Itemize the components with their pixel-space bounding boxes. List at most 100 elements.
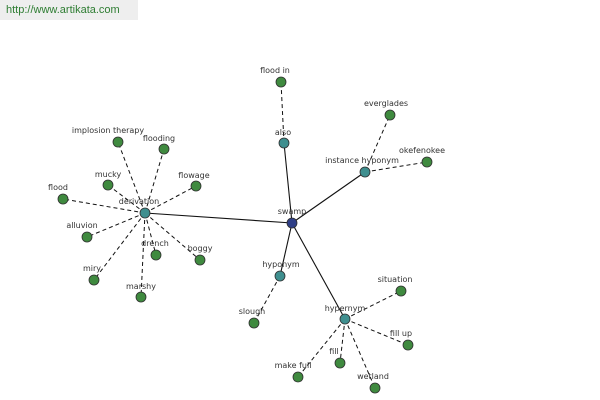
node-circle-marshy[interactable] <box>135 291 147 303</box>
node-label-wetland: wetland <box>357 372 389 381</box>
edge-hypernym-fill-up <box>344 318 409 346</box>
node-situation[interactable]: situation <box>378 275 413 297</box>
edge-swamp-derivation <box>144 212 293 224</box>
edge-derivation-implosion-therapy <box>117 141 146 214</box>
node-circle-miry[interactable] <box>88 274 100 286</box>
node-label-flood: flood <box>48 183 68 192</box>
node-mucky[interactable]: mucky <box>95 170 122 191</box>
node-label-implosion-therapy: implosion therapy <box>72 126 145 135</box>
edge-swamp-hypernym <box>291 222 346 320</box>
edge-hyponym-slough <box>253 275 281 324</box>
edge-derivation-alluvion <box>86 212 146 238</box>
node-label-alluvion: alluvion <box>66 221 97 230</box>
edge-derivation-miry <box>93 212 146 281</box>
node-label-hyponym: hyponym <box>262 260 300 269</box>
node-label-fill-up: fill up <box>390 329 412 338</box>
node-label-mucky: mucky <box>95 170 122 179</box>
node-circle-also[interactable] <box>278 137 290 149</box>
edge-derivation-drench <box>144 212 157 256</box>
node-circle-flood-in[interactable] <box>275 76 287 88</box>
node-hyponym[interactable]: hyponym <box>262 260 300 282</box>
node-boggy[interactable]: boggy <box>188 244 213 266</box>
node-circle-boggy[interactable] <box>194 254 206 266</box>
edge-hypernym-wetland <box>344 318 376 389</box>
node-circle-alluvion[interactable] <box>81 231 93 243</box>
node-circle-flood[interactable] <box>57 193 69 205</box>
edge-hypernym-situation <box>344 290 402 320</box>
node-circle-drench[interactable] <box>150 249 162 261</box>
nodes-layer: swamp derivation also instance hyponym hypon… <box>48 66 445 394</box>
edges-layer <box>62 81 428 389</box>
node-instance-hyponym[interactable]: instance hyponym <box>325 156 399 178</box>
edge-derivation-marshy <box>140 212 146 298</box>
node-label-derivation: derivation <box>119 197 159 206</box>
node-alluvion[interactable]: alluvion <box>66 221 98 243</box>
edge-swamp-also <box>283 142 293 224</box>
node-label-everglades: everglades <box>364 99 408 108</box>
node-flowage[interactable]: flowage <box>178 171 210 192</box>
node-label-drench: drench <box>141 239 169 248</box>
node-slough[interactable]: slough <box>239 307 266 329</box>
edge-instance-hyponym-okefenokee <box>364 161 428 173</box>
node-label-also: also <box>275 128 291 137</box>
node-circle-flooding[interactable] <box>158 143 170 155</box>
edge-also-flood-in <box>280 81 285 144</box>
edge-derivation-boggy <box>144 212 201 261</box>
node-implosion-therapy[interactable]: implosion therapy <box>72 126 145 148</box>
node-label-marshy: marshy <box>126 282 156 291</box>
node-everglades[interactable]: everglades <box>364 99 408 121</box>
edge-hypernym-make-full <box>297 318 346 378</box>
edge-swamp-hyponym <box>279 222 293 277</box>
node-circle-fill-up[interactable] <box>402 339 414 351</box>
node-label-flowage: flowage <box>178 171 209 180</box>
node-circle-wetland[interactable] <box>369 382 381 394</box>
edge-derivation-mucky <box>107 184 146 214</box>
node-label-make-full: make full <box>275 361 312 370</box>
node-circle-flowage[interactable] <box>190 180 202 192</box>
node-label-flooding: flooding <box>143 134 175 143</box>
node-circle-hyponym[interactable] <box>274 270 286 282</box>
node-label-flood-in: flood in <box>260 66 290 75</box>
node-derivation[interactable]: derivation <box>119 197 159 219</box>
node-flood-in[interactable]: flood in <box>260 66 290 88</box>
node-label-boggy: boggy <box>188 244 213 253</box>
node-circle-implosion-therapy[interactable] <box>112 136 124 148</box>
node-label-fill: fill <box>329 347 338 356</box>
node-miry[interactable]: miry <box>83 264 101 286</box>
node-marshy[interactable]: marshy <box>126 282 156 303</box>
node-label-situation: situation <box>378 275 413 284</box>
node-fill[interactable]: fill <box>329 347 346 369</box>
node-label-swamp: swamp <box>278 207 306 216</box>
edge-hypernym-fill <box>339 318 346 364</box>
node-wetland[interactable]: wetland <box>357 372 389 394</box>
node-make-full[interactable]: make full <box>275 361 312 383</box>
node-okefenokee[interactable]: okefenokee <box>399 146 445 168</box>
node-circle-situation[interactable] <box>395 285 407 297</box>
node-fill-up[interactable]: fill up <box>390 329 414 351</box>
node-drench[interactable]: drench <box>141 239 169 261</box>
edge-instance-hyponym-everglades <box>364 114 391 173</box>
node-circle-fill[interactable] <box>334 357 346 369</box>
node-circle-instance-hyponym[interactable] <box>359 166 371 178</box>
node-flooding[interactable]: flooding <box>143 134 175 155</box>
node-circle-okefenokee[interactable] <box>421 156 433 168</box>
node-circle-mucky[interactable] <box>102 179 114 191</box>
node-circle-hypernym[interactable] <box>339 313 351 325</box>
node-label-miry: miry <box>83 264 101 273</box>
edge-swamp-instance-hyponym <box>291 171 366 224</box>
node-also[interactable]: also <box>275 128 291 149</box>
node-label-slough: slough <box>239 307 266 316</box>
node-circle-make-full[interactable] <box>292 371 304 383</box>
node-swamp[interactable]: swamp <box>278 207 306 229</box>
node-label-instance-hyponym: instance hyponym <box>325 156 399 165</box>
node-flood[interactable]: flood <box>48 183 69 205</box>
node-hypernym[interactable]: hypernym <box>325 304 366 325</box>
node-circle-derivation[interactable] <box>139 207 151 219</box>
node-circle-swamp[interactable] <box>286 217 298 229</box>
node-label-hypernym: hypernym <box>325 304 366 313</box>
node-circle-slough[interactable] <box>248 317 260 329</box>
node-circle-everglades[interactable] <box>384 109 396 121</box>
edge-derivation-flowage <box>144 185 197 214</box>
source-url[interactable]: http://www.artikata.com <box>0 0 138 20</box>
